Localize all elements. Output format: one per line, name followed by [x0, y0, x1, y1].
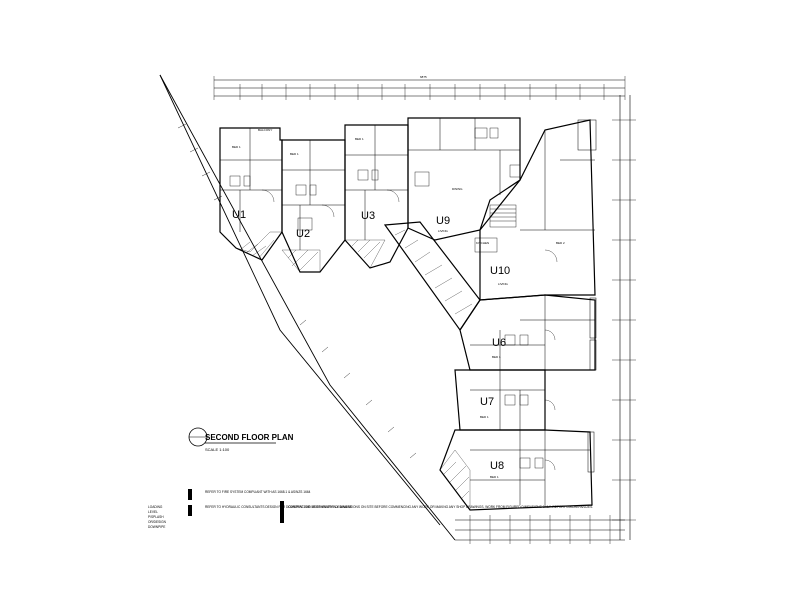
- terrace-hatch: [235, 229, 473, 511]
- drawing-scale: SCALE 1:100: [205, 447, 230, 452]
- room-label-dining-u9: DINING: [452, 187, 463, 191]
- room-label-bed-u7: BED 1: [480, 415, 489, 419]
- drawing-title: SECOND FLOOR PLAN SCALE 1:100: [188, 427, 294, 452]
- building-outline: [219, 117, 596, 511]
- unit-label-u8: U8: [490, 460, 504, 472]
- unit-label-u9: U9: [436, 215, 450, 227]
- unit-label-u7: U7: [480, 396, 494, 408]
- right-dimension-lines: [612, 95, 636, 540]
- legend: LOADING LEVEL P/SPLASH OR/DESIGN DOWNPIP…: [148, 505, 167, 529]
- interior-walls: [220, 118, 595, 505]
- site-boundary: [159, 74, 456, 541]
- notes-section: REFER TO FIRE SYSTEM COMPLIANT WITH AS 1…: [188, 489, 593, 523]
- unit-label-u3: U3: [361, 210, 375, 222]
- right-balconies: [577, 119, 597, 473]
- note-hydraulic: REFER TO HYDRAULIC CONSULTANTS DESIGN FO…: [205, 505, 352, 509]
- top-dimension-lines: [213, 76, 626, 100]
- legend-item: DOWNPIPE: [148, 525, 165, 529]
- drawing-title-text: SECOND FLOOR PLAN: [205, 433, 294, 442]
- fixtures: [229, 127, 544, 469]
- room-label-living-u9: LIVING: [438, 229, 449, 233]
- overall-dimension: 6875: [420, 75, 427, 79]
- note-contractor: CONTRACTOR MUST VERIFY ALL DIMENSIONS ON…: [288, 505, 593, 509]
- legend-item: P/SPLASH: [148, 515, 164, 519]
- room-label-bed-u10: BED 2: [556, 241, 565, 245]
- room-label-living-u10: LIVING: [498, 282, 509, 286]
- legend-item: LOADING: [148, 505, 163, 509]
- legend-item: OR/DESIGN: [148, 520, 167, 524]
- room-label-kitchen: KITCHEN: [476, 241, 489, 245]
- note-fire: REFER TO FIRE SYSTEM COMPLIANT WITH AS 1…: [205, 490, 311, 494]
- unit-label-u10: U10: [490, 265, 510, 277]
- door-swings: [261, 189, 558, 471]
- stair-core: [474, 204, 517, 253]
- legend-item: LEVEL: [148, 510, 158, 514]
- room-label-bed-u1: BED 1: [232, 145, 241, 149]
- room-label-bed-u3: BED 1: [355, 137, 364, 141]
- bottom-dimension-lines: [455, 515, 625, 544]
- room-label-bed-u2: BED 1: [290, 152, 299, 156]
- unit-label-u2: U2: [296, 228, 310, 240]
- unit-label-u1: U1: [232, 209, 246, 221]
- unit-label-u6: U6: [492, 337, 506, 349]
- room-label-balcony: BALCONY: [258, 128, 272, 132]
- diagonal-dimension-ticks: [177, 123, 417, 459]
- room-label-bed-u6: BED 1: [492, 355, 501, 359]
- room-label-bed-u8: BED 1: [490, 475, 499, 479]
